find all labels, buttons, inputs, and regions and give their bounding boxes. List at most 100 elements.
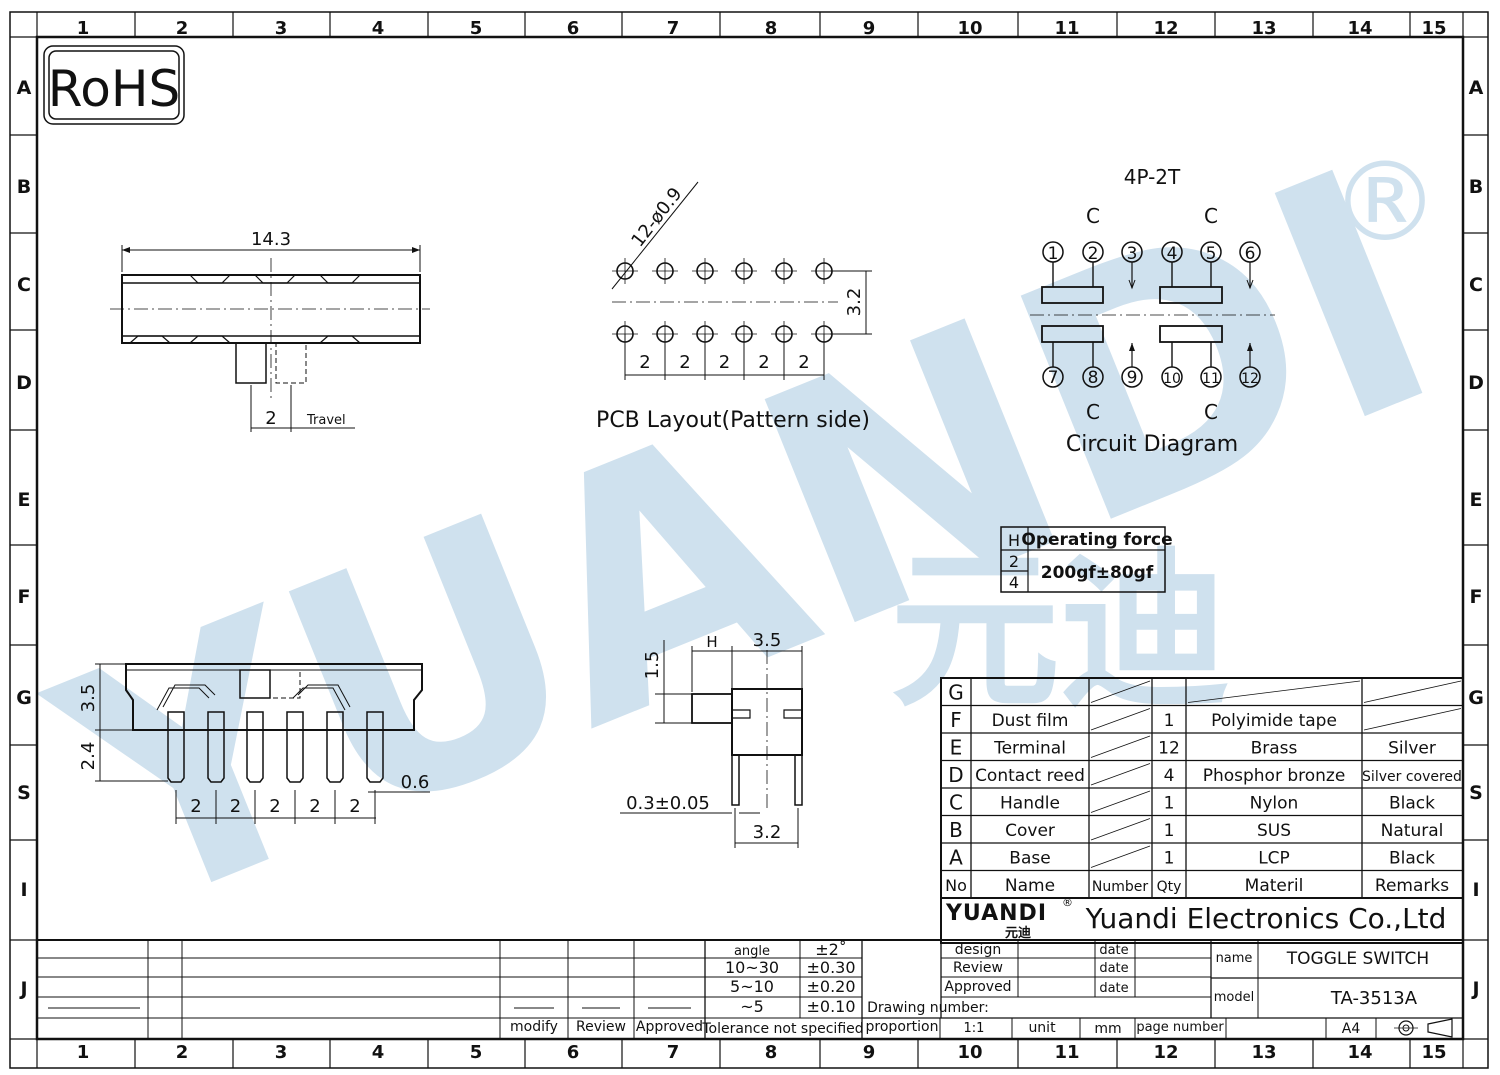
front-pin bbox=[167, 711, 185, 783]
tolerance-label: Tolerance not specified bbox=[701, 1021, 863, 1037]
common-label: C bbox=[1086, 204, 1100, 228]
svg-text:®: ® bbox=[1062, 896, 1073, 909]
grid-row-label: A bbox=[1469, 77, 1484, 99]
bom-name: Dust film bbox=[992, 711, 1069, 731]
bom-qty: 1 bbox=[1164, 711, 1175, 731]
front-pin bbox=[366, 711, 384, 783]
bom-material: Brass bbox=[1251, 739, 1298, 759]
name-label: name bbox=[1216, 951, 1253, 966]
front-pitch-dim: 2 bbox=[230, 796, 241, 817]
grid-column-label: 6 bbox=[567, 18, 580, 39]
grid-row-label: F bbox=[1470, 586, 1483, 608]
side-h-label: H bbox=[706, 633, 717, 651]
grid-column-label: 12 bbox=[1153, 1042, 1178, 1063]
common-label: C bbox=[1204, 400, 1218, 424]
pin-tolerance-dim: 0.3±0.05 bbox=[626, 793, 710, 814]
paper-size: A4 bbox=[1342, 1021, 1361, 1037]
bom-name: Contact reed bbox=[975, 766, 1085, 786]
model-value: TA-3513A bbox=[1330, 988, 1418, 1009]
force-h-value: 2 bbox=[1009, 552, 1019, 571]
front-pitch-dim: 2 bbox=[269, 796, 280, 817]
grid-column-label: 10 bbox=[957, 18, 982, 39]
revision-label: Review bbox=[576, 1019, 626, 1035]
watermark-mark: ® bbox=[1330, 138, 1440, 266]
grid-column-label: 4 bbox=[372, 1042, 385, 1063]
bom-material: LCP bbox=[1258, 849, 1290, 869]
pin-height-dim: 2.4 bbox=[78, 742, 99, 771]
pcb-pitch-dim: 2 bbox=[798, 352, 809, 373]
bom-no: G bbox=[948, 681, 964, 705]
bom-remarks: Black bbox=[1389, 794, 1435, 814]
front-pin bbox=[286, 711, 304, 783]
bom-header-material: Materil bbox=[1245, 876, 1304, 896]
tolerance-range: angle bbox=[734, 944, 770, 959]
grid-row-label: C bbox=[1469, 274, 1483, 296]
grid-column-label: 5 bbox=[470, 1042, 483, 1063]
grid-column-label: 1 bbox=[77, 18, 90, 39]
bom-no: F bbox=[950, 708, 962, 732]
pin-number: 4 bbox=[1167, 244, 1178, 264]
unit-value: mm bbox=[1094, 1021, 1121, 1037]
travel-dim: 2 bbox=[265, 408, 276, 429]
pin-number: 8 bbox=[1088, 368, 1099, 388]
grid-column-label: 14 bbox=[1347, 18, 1372, 39]
grid-column-label: 6 bbox=[567, 1042, 580, 1063]
grid-column-label: 12 bbox=[1153, 18, 1178, 39]
front-pin bbox=[326, 711, 344, 783]
bom-name: Handle bbox=[1000, 794, 1060, 814]
bom-qty: 1 bbox=[1164, 821, 1175, 841]
bom-remarks: Silver bbox=[1388, 739, 1436, 759]
pcb-title: PCB Layout(Pattern side) bbox=[596, 408, 870, 433]
bom-header-name: Name bbox=[1005, 876, 1055, 896]
bom-name: Base bbox=[1009, 849, 1050, 869]
pcb-pitch-dim: 2 bbox=[679, 352, 690, 373]
company-name: Yuandi Electronics Co.,Ltd bbox=[1085, 902, 1447, 935]
bom-no: D bbox=[948, 763, 963, 787]
grid-row-label: S bbox=[1469, 782, 1483, 804]
grid-row-label: E bbox=[1470, 489, 1483, 511]
top-width-dim: 14.3 bbox=[251, 229, 291, 250]
grid-column-label: 15 bbox=[1421, 1042, 1446, 1063]
tolerance-value: ±0.30 bbox=[806, 958, 855, 977]
grid-row-label: E bbox=[18, 489, 31, 511]
revision-label: modify bbox=[510, 1019, 558, 1035]
side-width-dim: 3.5 bbox=[753, 630, 782, 651]
company-logo-cn: 元迪 bbox=[1005, 925, 1031, 941]
grid-column-label: 7 bbox=[667, 18, 680, 39]
circuit-caption: Circuit Diagram bbox=[1066, 432, 1238, 457]
common-label: C bbox=[1204, 204, 1218, 228]
common-label: C bbox=[1086, 400, 1100, 424]
grid-row-label: S bbox=[17, 782, 31, 804]
bom-header-remarks: Remarks bbox=[1375, 876, 1449, 896]
grid-column-label: 9 bbox=[863, 1042, 876, 1063]
pin-number: 2 bbox=[1088, 244, 1099, 264]
grid-column-label: 2 bbox=[176, 18, 189, 39]
grid-row-label: G bbox=[1468, 687, 1484, 709]
front-pin bbox=[207, 711, 225, 783]
grid-row-label: J bbox=[1470, 978, 1479, 1000]
bom-qty: 1 bbox=[1164, 849, 1175, 869]
bom-header-qty: Qty bbox=[1157, 879, 1182, 895]
grid-column-label: 8 bbox=[765, 1042, 778, 1063]
grid-column-label: 9 bbox=[863, 18, 876, 39]
tolerance-range: 5~10 bbox=[730, 977, 774, 996]
sign-label: Review bbox=[953, 960, 1003, 976]
grid-column-label: 14 bbox=[1347, 1042, 1372, 1063]
front-pin bbox=[246, 711, 264, 783]
bom-material: Nylon bbox=[1250, 794, 1299, 814]
front-pitch-dim: 2 bbox=[190, 796, 201, 817]
pcb-pitch-dim: 2 bbox=[758, 352, 769, 373]
force-h-label: H bbox=[1008, 531, 1020, 550]
bom-header-no: No bbox=[945, 876, 967, 895]
grid-row-label: D bbox=[16, 372, 32, 394]
grid-column-label: 11 bbox=[1054, 1042, 1079, 1063]
pcb-pitch-dim: 2 bbox=[719, 352, 730, 373]
grid-column-label: 13 bbox=[1251, 18, 1276, 39]
grid-column-label: 4 bbox=[372, 18, 385, 39]
front-pitch-dim: 2 bbox=[349, 796, 360, 817]
grid-row-label: J bbox=[18, 978, 27, 1000]
